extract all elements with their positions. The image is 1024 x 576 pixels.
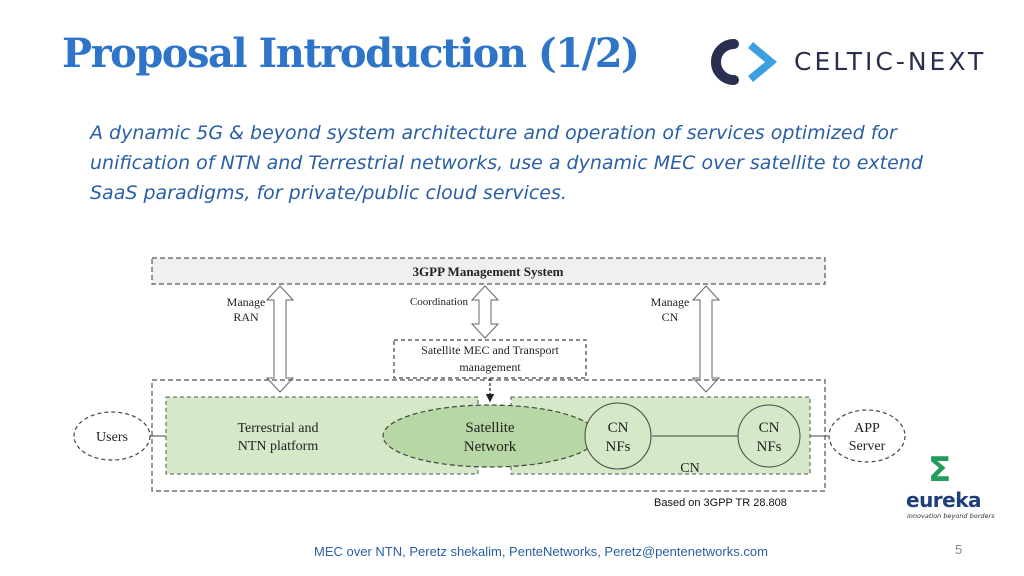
coordination-label: Coordination (410, 296, 469, 308)
management-system-box (151, 257, 826, 285)
eureka-sigma-icon: Σ (928, 450, 952, 490)
app-server-label-1: APP (854, 421, 880, 436)
cn-nfs-2-label-2: NFs (756, 439, 781, 455)
app-server-label-2: Server (849, 439, 886, 454)
cn-nfs-1-label-1: CN (608, 420, 629, 436)
celtic-next-c-icon (711, 39, 777, 85)
celtic-next-logo: CELTIC-NEXT (794, 47, 987, 76)
manage-ran-label-1: Manage (227, 295, 266, 309)
app-server-node (828, 409, 906, 463)
mec-transport-label-2: management (459, 360, 521, 374)
cn-nfs-2-label-1: CN (759, 420, 780, 436)
satellite-network-label-2: Network (464, 439, 517, 455)
cn-nfs-node-2 (737, 404, 801, 468)
mec-transport-box (393, 339, 587, 379)
management-system-label: 3GPP Management System (413, 264, 564, 279)
manage-ran-arrow (265, 285, 295, 393)
coordination-arrow (470, 285, 500, 339)
manage-cn-arrow (691, 285, 721, 393)
mec-transport-label-1: Satellite MEC and Transport (421, 343, 559, 357)
architecture-diagram: 3GPP Management System Manage RAN Coordi… (73, 257, 906, 492)
satellite-network-label-1: Satellite (465, 420, 514, 436)
manage-cn-label-1: Manage (651, 295, 690, 309)
terrestrial-ntn-label-1: Terrestrial and (237, 421, 318, 436)
footer-text: MEC over NTN, Peretz shekalim, PenteNetw… (314, 544, 768, 559)
manage-ran-label-2: RAN (233, 310, 259, 324)
satellite-network-node (382, 404, 598, 468)
cn-nfs-node-1 (584, 402, 652, 470)
eureka-tagline: innovation beyond borders (907, 512, 995, 520)
users-label: Users (96, 430, 128, 445)
source-note: Based on 3GPP TR 28.808 (654, 497, 787, 509)
cn-nfs-1-label-2: NFs (605, 439, 630, 455)
slide-title: Proposal Introduction (1/2) (62, 30, 640, 77)
cn-label: CN (680, 461, 699, 476)
manage-cn-label-2: CN (662, 310, 679, 324)
eureka-logo: eureka (906, 488, 982, 512)
terrestrial-ntn-label-2: NTN platform (238, 439, 319, 454)
page-number: 5 (955, 542, 963, 557)
intro-text: A dynamic 5G & beyond system architectur… (90, 122, 923, 204)
